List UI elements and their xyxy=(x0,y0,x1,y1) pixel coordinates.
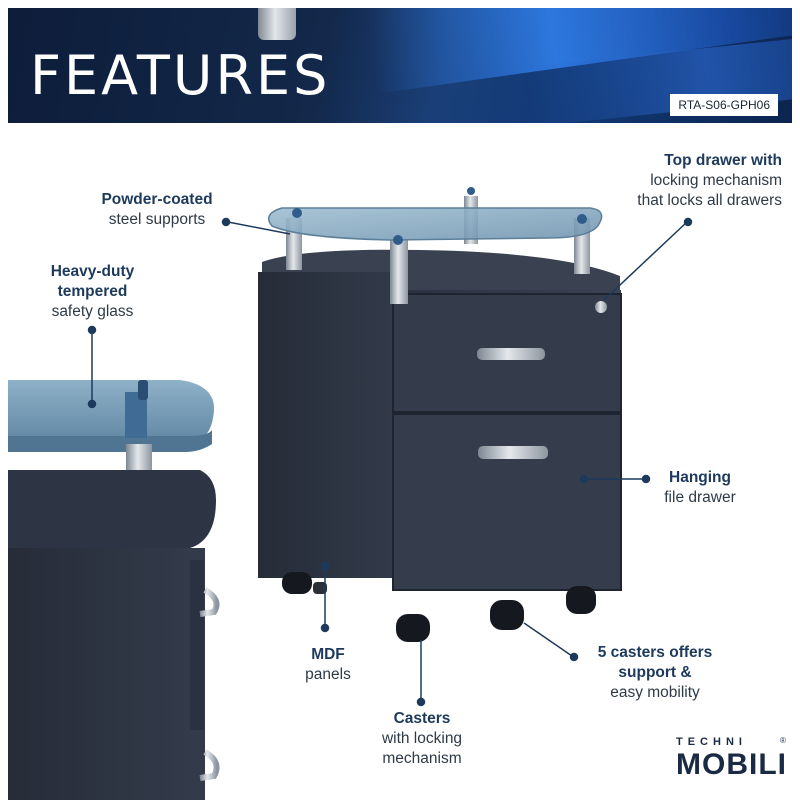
callout-five-casters: 5 casters offers support & easy mobility xyxy=(597,644,713,701)
callout-hanging-file: Hanging file drawer xyxy=(664,469,736,506)
logo-wordmark-top: TECHNI xyxy=(676,736,747,748)
casters xyxy=(282,572,596,642)
callout-mdf-panels: MDF panels xyxy=(305,646,351,683)
file-cabinet xyxy=(258,249,622,642)
file-drawer-handle xyxy=(478,446,548,459)
callout-locking-casters: Casters with locking mechanism xyxy=(381,710,463,767)
banner-title: FEATURES xyxy=(30,44,331,107)
callout-powder-coated: Powder-coated steel supports xyxy=(101,191,213,228)
cabinet-side-panel xyxy=(258,272,393,578)
logo-wordmark-bottom: MOBILI xyxy=(676,748,787,781)
glass-top-assembly xyxy=(267,187,603,304)
closeup-glass-bolt xyxy=(125,392,147,438)
steel-support-left-front xyxy=(390,240,408,304)
banner-steel-post xyxy=(258,8,296,40)
closeup-handle-upper xyxy=(199,587,220,617)
lock-keyhole xyxy=(595,301,607,313)
callout-leaders xyxy=(87,217,693,707)
top-drawer-handle xyxy=(477,348,545,360)
closeup-cabinet-top xyxy=(8,470,216,548)
file-drawer xyxy=(392,413,622,591)
brand-logo: TECHNI MOBILI ® xyxy=(676,736,786,784)
features-banner: FEATURES RTA-S06-GPH06 xyxy=(8,8,792,123)
callout-tempered-glass: Heavy-duty tempered safety glass xyxy=(50,263,135,320)
glass-top xyxy=(267,207,603,241)
registered-mark: ® xyxy=(780,736,786,745)
model-number-badge: RTA-S06-GPH06 xyxy=(670,94,778,116)
closeup-glass-top xyxy=(8,380,215,444)
closeup-cabinet-side xyxy=(8,548,183,800)
callout-top-drawer: Top drawer with locking mechanism that l… xyxy=(637,152,782,209)
glass-closeup xyxy=(8,380,220,800)
closeup-glass-edge xyxy=(8,430,212,452)
closeup-handle-lower xyxy=(199,749,220,781)
